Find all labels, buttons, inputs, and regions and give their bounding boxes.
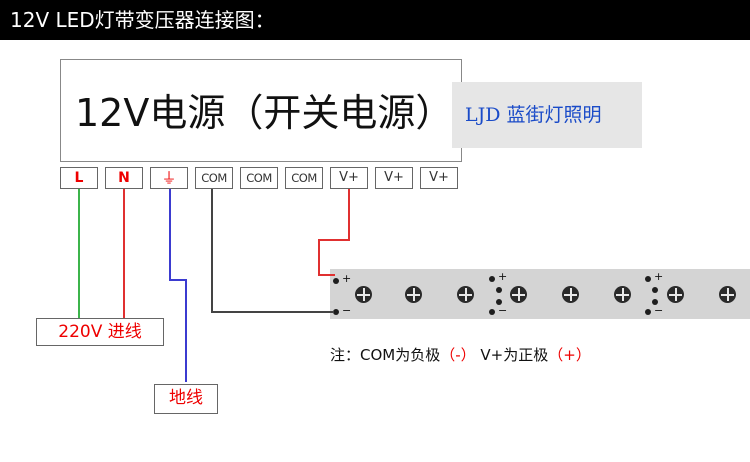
sign-minus-1: − — [342, 304, 352, 317]
wire-vplus — [318, 189, 350, 276]
pad-minus-2b — [496, 299, 502, 305]
pad-minus-3b — [652, 299, 658, 305]
pad-minus-3 — [645, 309, 651, 315]
polarity-note: 注：COM为负极（-） V+为正极（+） — [330, 343, 591, 367]
led-8 — [719, 286, 736, 303]
note-middle: V+为正极 — [475, 346, 549, 364]
terminal-com-3: COM — [285, 167, 323, 189]
terminal-l: L — [60, 167, 98, 189]
page-title: 12V LED灯带变压器连接图： — [10, 8, 275, 32]
pad-plus-1 — [333, 278, 339, 284]
brand-watermark: LJD 蓝街灯照明 — [452, 82, 642, 148]
pad-plus-2b — [496, 287, 502, 293]
terminal-vplus-1: V+ — [330, 167, 368, 189]
terminal-ground: ⏚ — [150, 167, 188, 189]
led-6 — [614, 286, 631, 303]
ac-input-label: 220V 进线 — [36, 318, 164, 346]
sign-plus-2: + — [498, 270, 508, 283]
sign-minus-2: − — [498, 304, 508, 317]
terminal-com-2: COM — [240, 167, 278, 189]
terminal-com-1: COM — [195, 167, 233, 189]
pad-minus-1 — [333, 309, 339, 315]
sign-plus-3: + — [654, 270, 664, 283]
pad-minus-2 — [489, 309, 495, 315]
terminal-vplus-3: V+ — [420, 167, 458, 189]
led-5 — [562, 286, 579, 303]
header-bar: 12V LED灯带变压器连接图： — [0, 0, 750, 40]
sign-plus-1: + — [342, 272, 352, 285]
led-7 — [667, 286, 684, 303]
power-supply-title: 12V电源（开关电源） — [75, 91, 454, 135]
power-supply-box: 12V电源（开关电源） — [60, 59, 462, 162]
sign-minus-3: − — [654, 304, 664, 317]
note-prefix: 注：COM为负极 — [330, 346, 441, 364]
terminal-n: N — [105, 167, 143, 189]
pad-plus-2 — [489, 276, 495, 282]
pad-plus-3b — [652, 287, 658, 293]
brand-text: LJD 蓝街灯照明 — [465, 104, 602, 126]
led-2 — [405, 286, 422, 303]
wire-com — [211, 189, 334, 313]
note-minus: （-） — [440, 346, 476, 364]
led-3 — [457, 286, 474, 303]
note-plus: （+） — [548, 346, 591, 364]
terminal-vplus-2: V+ — [375, 167, 413, 189]
pad-plus-3 — [645, 276, 651, 282]
ground-label: 地线 — [154, 384, 218, 414]
led-4 — [510, 286, 527, 303]
wire-ground — [169, 189, 187, 382]
led-1 — [355, 286, 372, 303]
